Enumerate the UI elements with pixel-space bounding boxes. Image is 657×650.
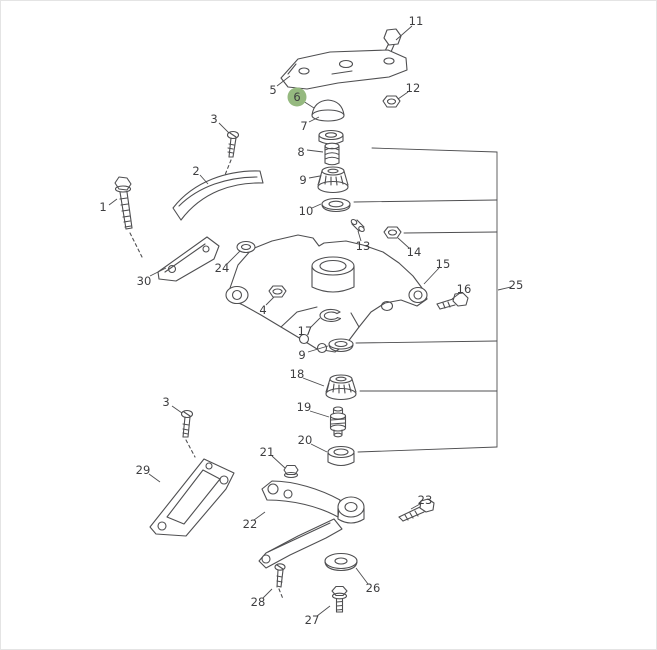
part-6-dust-cap <box>311 99 345 122</box>
callout-9-lower[interactable]: 9 <box>298 348 305 362</box>
callout-24[interactable]: 24 <box>215 261 230 275</box>
part-20-bearing-cup <box>327 445 355 467</box>
callout-13[interactable]: 13 <box>356 239 371 253</box>
part-18-bearing-cone <box>325 374 357 401</box>
callout-29[interactable]: 29 <box>136 463 151 477</box>
callout-28[interactable]: 28 <box>251 595 266 609</box>
callout-4[interactable]: 4 <box>259 303 266 317</box>
callout-23[interactable]: 23 <box>418 493 433 507</box>
callout-27[interactable]: 27 <box>305 613 320 627</box>
callout-2[interactable]: 2 <box>192 164 199 178</box>
callout-8[interactable]: 8 <box>297 145 304 159</box>
callout-19[interactable]: 19 <box>297 400 312 414</box>
part-14-nut <box>383 226 402 239</box>
callout-1[interactable]: 1 <box>99 200 106 214</box>
callout-9-upper[interactable]: 9 <box>299 173 306 187</box>
part-24-bushing <box>236 240 256 254</box>
part-5-top-plate <box>280 49 408 90</box>
part-15-main-support <box>225 234 428 354</box>
part-22-lower-support <box>258 480 365 569</box>
part-25-kit-bracket <box>353 147 498 453</box>
part-17-snap-ring <box>319 308 342 322</box>
callout-14[interactable]: 14 <box>407 245 422 259</box>
part-3-screw-lower <box>180 409 196 458</box>
part-23-bolt <box>398 498 435 522</box>
callout-25[interactable]: 25 <box>509 278 524 292</box>
parts-artwork <box>114 28 498 613</box>
callout-20[interactable]: 20 <box>298 433 313 447</box>
part-16-bolt <box>436 292 469 310</box>
callout-18[interactable]: 18 <box>290 367 305 381</box>
part-4-nut <box>268 285 287 298</box>
callout-26[interactable]: 26 <box>366 581 381 595</box>
callout-3-lower[interactable]: 3 <box>162 395 169 409</box>
part-9-bearing-cone-lower <box>328 338 354 353</box>
callout-10[interactable]: 10 <box>299 204 314 218</box>
part-7-cup <box>318 129 344 145</box>
callout-30[interactable]: 30 <box>137 274 152 288</box>
part-28-screw <box>274 563 286 600</box>
callout-labels: 11 5 12 6 7 8 9 10 13 14 3 2 1 30 24 4 1… <box>99 14 523 627</box>
callout-21[interactable]: 21 <box>260 445 275 459</box>
callout-7[interactable]: 7 <box>300 119 307 133</box>
part-27-bolt <box>331 585 348 613</box>
callout-15[interactable]: 15 <box>436 257 451 271</box>
callout-6-highlighted[interactable]: 6 <box>293 90 300 104</box>
callout-16[interactable]: 16 <box>457 282 472 296</box>
highlight-circle <box>287 87 307 107</box>
part-29-bracket <box>149 458 235 537</box>
callout-17[interactable]: 17 <box>298 324 313 338</box>
part-26-washer <box>324 552 358 572</box>
part-2-wear-plate <box>172 170 264 221</box>
part-9-bearing-cone-upper <box>317 166 349 194</box>
part-8-spring <box>324 142 340 166</box>
part-30-gusset-plate <box>157 236 220 282</box>
callout-3-upper[interactable]: 3 <box>210 112 217 126</box>
part-10-seal <box>321 197 351 213</box>
part-1-bolt <box>114 176 143 258</box>
leader-lines <box>108 25 512 617</box>
part-21-nut <box>283 464 299 479</box>
callout-22[interactable]: 22 <box>243 517 258 531</box>
part-3-screw-upper <box>224 130 240 176</box>
callout-12[interactable]: 12 <box>406 81 421 95</box>
part-13-pin <box>350 218 365 233</box>
part-19-adjuster <box>329 406 347 438</box>
callout-11[interactable]: 11 <box>409 14 424 28</box>
callout-5[interactable]: 5 <box>269 83 276 97</box>
part-12-nut <box>382 95 401 108</box>
